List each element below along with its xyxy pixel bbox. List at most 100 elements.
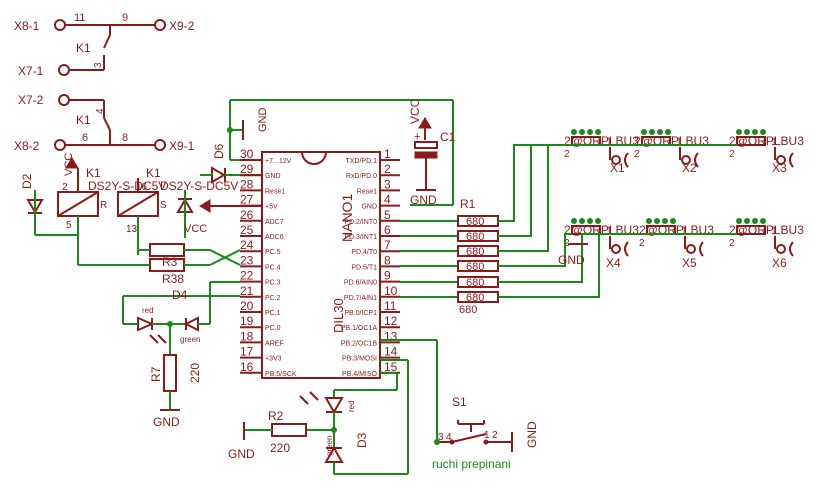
connector-name: X5	[682, 256, 697, 270]
label-relay-type: DS2Y-S-DC5V	[88, 179, 166, 193]
nano-pin-number: 28	[240, 177, 254, 191]
label-x7-1: X7-1	[18, 64, 44, 78]
switch-s1: S1 3 4 1 2 GND ruchi prepinani	[380, 339, 539, 471]
label-gnd-r2: GND	[228, 447, 255, 461]
nano-pin-number: 18	[240, 329, 254, 343]
label-x8-2: X8-2	[14, 139, 40, 153]
label-s1-pin1: 1	[484, 430, 490, 441]
nano-pin-label: PD.7/AIN1	[344, 295, 377, 302]
label-r1-value: 680	[459, 304, 477, 316]
label-r38: R38	[162, 272, 184, 286]
nano-pin-label: PD.3/INT1	[344, 234, 377, 241]
nano-pin-number: 6	[384, 223, 391, 237]
label-r3: R3	[162, 255, 178, 269]
nano-pin-number: 24	[240, 238, 254, 252]
label-gnd-s1: GND	[525, 421, 539, 448]
nano-pin-label: PB.0/ICP1	[344, 310, 377, 317]
terminal-x9-2	[154, 19, 166, 31]
nano-pin-label: PB.5/SCK	[265, 371, 297, 378]
nano-pin-label: PD.6/AIN0	[344, 280, 377, 287]
connector-name: X6	[772, 256, 787, 270]
nano-pin-label: PC.5	[265, 249, 281, 256]
r1-resistor-value: 680	[466, 231, 484, 243]
nano-pin-number: 4	[384, 193, 391, 207]
connector-name: X1	[610, 161, 625, 175]
label-s1-pin3: 3	[438, 432, 444, 443]
connector-contact	[611, 244, 621, 254]
nano-pin-label: GND	[361, 204, 377, 211]
resistor-r2	[271, 423, 307, 437]
nano-pin-label: PD.5/T1	[351, 264, 377, 271]
nano-pin-label: PC.3	[265, 280, 281, 287]
nano-pin-label: PC.2	[265, 295, 281, 302]
nano-pin-number: 10	[384, 284, 398, 298]
label-pin-3: 3	[93, 62, 104, 68]
nano-pin-number: 19	[240, 314, 254, 328]
label-r7: R7	[149, 366, 163, 382]
nano-pin-label: AREF	[265, 340, 284, 347]
nano-pin-number: 14	[384, 345, 398, 359]
label-green-d4: green	[180, 335, 200, 344]
connector-name: X4	[606, 256, 621, 270]
nano-pin-number: 29	[240, 162, 254, 176]
connector-pin-1: 1	[681, 225, 687, 237]
r1-resistor-value: 680	[466, 292, 484, 304]
label-r2-value: 220	[270, 441, 290, 455]
label-vcc-d5: VCC	[184, 223, 207, 235]
nano-pin-number: 13	[384, 329, 398, 343]
nano-pin-number: 25	[240, 223, 254, 237]
connector-pin-1: 1	[606, 136, 612, 148]
led-red	[137, 316, 155, 332]
connector-pin-1: 1	[676, 136, 682, 148]
connectors: 2@ORPLBU312X12@ORPLBU312X22@ORPLBU312X32…	[498, 129, 804, 298]
nano-pin-label: PC.1	[265, 310, 281, 317]
label-pin-2: 2	[62, 182, 68, 193]
connector-pin-2: 2	[729, 149, 735, 160]
label-s1-caption: ruchi prepinani	[432, 457, 511, 471]
connector-pin-1: 1	[606, 225, 612, 237]
label-s-mark: S	[160, 200, 167, 211]
label-s1: S1	[452, 395, 467, 409]
nano-right-pins: 1TXD/PD.12RxD/PD.03Rese14GND5PD.2/INT06P…	[341, 147, 400, 378]
connector-socket	[699, 241, 704, 257]
capacitor-c1: VCC + C1 GND	[408, 98, 456, 207]
label-gnd-r7: GND	[153, 415, 180, 429]
label-r7-value: 220	[188, 363, 202, 383]
label-pin-4: 4	[95, 108, 106, 114]
label-s1-pin4: 4	[446, 432, 452, 443]
led-d4-group: D4 red green R7 220 GND	[122, 281, 240, 429]
label-d3: D3	[355, 432, 369, 448]
label-k1-b: K1	[76, 113, 91, 127]
label-red-d4: red	[142, 306, 154, 315]
label-relay-k1: K1	[86, 166, 101, 180]
label-r1: R1	[460, 197, 476, 211]
connector-socket	[694, 152, 699, 168]
relay-contacts-top: X8-1 11 9 X9-2 K1 3 X7-1 X7-2 4 K1 X8-2 …	[14, 12, 195, 153]
nano-pin-label: PC.4	[265, 264, 281, 271]
relay-coils: VCC K1 K1 DS2Y-S-DC5V DS2Y-S-DC5V R 2 5 …	[20, 153, 241, 286]
label-relay-k1b: K1	[146, 166, 161, 180]
label-c1: C1	[440, 130, 456, 144]
label-pin-8: 8	[122, 132, 128, 144]
nano-pin-label: PC.0	[265, 325, 281, 332]
nano-pin-number: 12	[384, 314, 398, 328]
label-pin-6: 6	[82, 132, 88, 144]
nano-pin-number: 20	[240, 299, 254, 313]
label-pin-11: 11	[74, 12, 85, 24]
nano-pin-number: 2	[384, 162, 391, 176]
label-relay-type-b: DS2Y-S-DC5V	[160, 179, 238, 193]
connector-contact	[686, 244, 696, 254]
terminal-x8-2	[54, 139, 66, 151]
nano-pin-label: Rese1	[357, 188, 377, 195]
connector-pin-2: 2	[564, 238, 570, 249]
label-r2: R2	[268, 409, 284, 423]
nano-pin-number: 23	[240, 253, 254, 267]
label-red-d3: red	[347, 400, 356, 412]
nano-pin-label: PD.2/INT0	[344, 219, 377, 226]
connector-contact	[681, 155, 691, 165]
label-r-mark: R	[100, 200, 107, 211]
connector-name: X2	[682, 161, 697, 175]
connector-socket	[624, 241, 629, 257]
terminal-x7-2	[58, 94, 70, 106]
